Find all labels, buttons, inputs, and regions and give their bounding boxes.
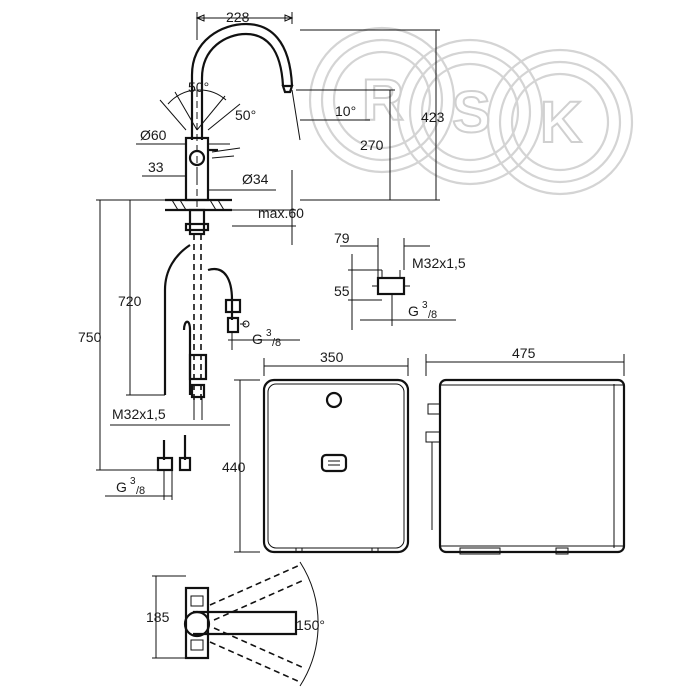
- rsk-watermark: R S K: [308, 26, 634, 196]
- dim-inlet-g-sub: /8: [272, 337, 281, 349]
- faucet-side-view: [156, 22, 294, 500]
- faucet-top-view: 150° 185: [146, 561, 325, 687]
- dim-lever-offset: 33: [148, 159, 164, 175]
- dim-valve-g-sub: /8: [428, 309, 437, 321]
- dim-inlet-g: G: [252, 331, 263, 347]
- dim-valve-g-sup: 3: [422, 300, 428, 311]
- dim-valve-79: 79: [334, 230, 350, 246]
- boiler-top-port: [325, 391, 343, 409]
- dim-valve-m32: M32x1,5: [412, 255, 466, 271]
- dim-swivel-right: 50°: [235, 107, 256, 123]
- top-view-spout: [193, 610, 298, 636]
- dim-inlet-g-sup: 3: [266, 328, 272, 339]
- spout-inner: [200, 32, 285, 140]
- dim-shank-diameter: Ø34: [242, 171, 269, 187]
- spout-outlet: [281, 84, 294, 94]
- supply-hose: [163, 244, 191, 395]
- connector-m32: [188, 353, 208, 381]
- dim-spout-reach: 228: [226, 9, 250, 25]
- dim-max-worktop: max.60: [258, 205, 304, 221]
- dim-outlet-height: 270: [360, 137, 384, 153]
- dim-top-view-height: 185: [146, 609, 170, 625]
- dim-hose-720: 720: [118, 293, 142, 309]
- top-view-body: [184, 586, 210, 660]
- valve-block: [376, 276, 406, 296]
- dim-swivel-left: 50°: [188, 79, 209, 95]
- dim-hose-g-sup: 3: [130, 476, 136, 487]
- watermark-letter-r: R: [362, 68, 404, 133]
- boiler-side-view: 475: [425, 345, 626, 555]
- boiler-side-body: [438, 378, 626, 554]
- dim-connector-m32: M32x1,5: [112, 406, 166, 422]
- watermark-letter-s: S: [452, 80, 491, 145]
- dim-valve-g: G: [408, 303, 419, 319]
- faucet-dimensions: 228 423 270 10° 50° 50° Ø60 33 Ø34 max.: [78, 9, 445, 497]
- dim-body-diameter: Ø60: [140, 127, 167, 143]
- dim-height-total: 423: [421, 109, 445, 125]
- dim-spout-tilt: 10°: [335, 103, 356, 119]
- dim-valve-55: 55: [334, 283, 350, 299]
- spout-outer: [190, 22, 294, 140]
- dim-boiler-height: 440: [222, 459, 246, 475]
- valve-body-small: [224, 298, 242, 314]
- boiler-display-icon: [320, 453, 348, 473]
- boiler-front-view: 350 440: [222, 349, 410, 554]
- dim-boiler-depth: 475: [512, 345, 536, 361]
- dim-hose-g: G: [116, 479, 127, 495]
- dim-top-view-angle: 150°: [296, 617, 325, 633]
- shank: [188, 208, 206, 236]
- dim-boiler-width: 350: [320, 349, 344, 365]
- dim-hose-750: 750: [78, 329, 102, 345]
- valve-detail: 79 M32x1,5 55 G 3 /8: [334, 230, 466, 330]
- dim-hose-g-sub: /8: [136, 485, 145, 497]
- watermark-letter-k: K: [540, 90, 582, 155]
